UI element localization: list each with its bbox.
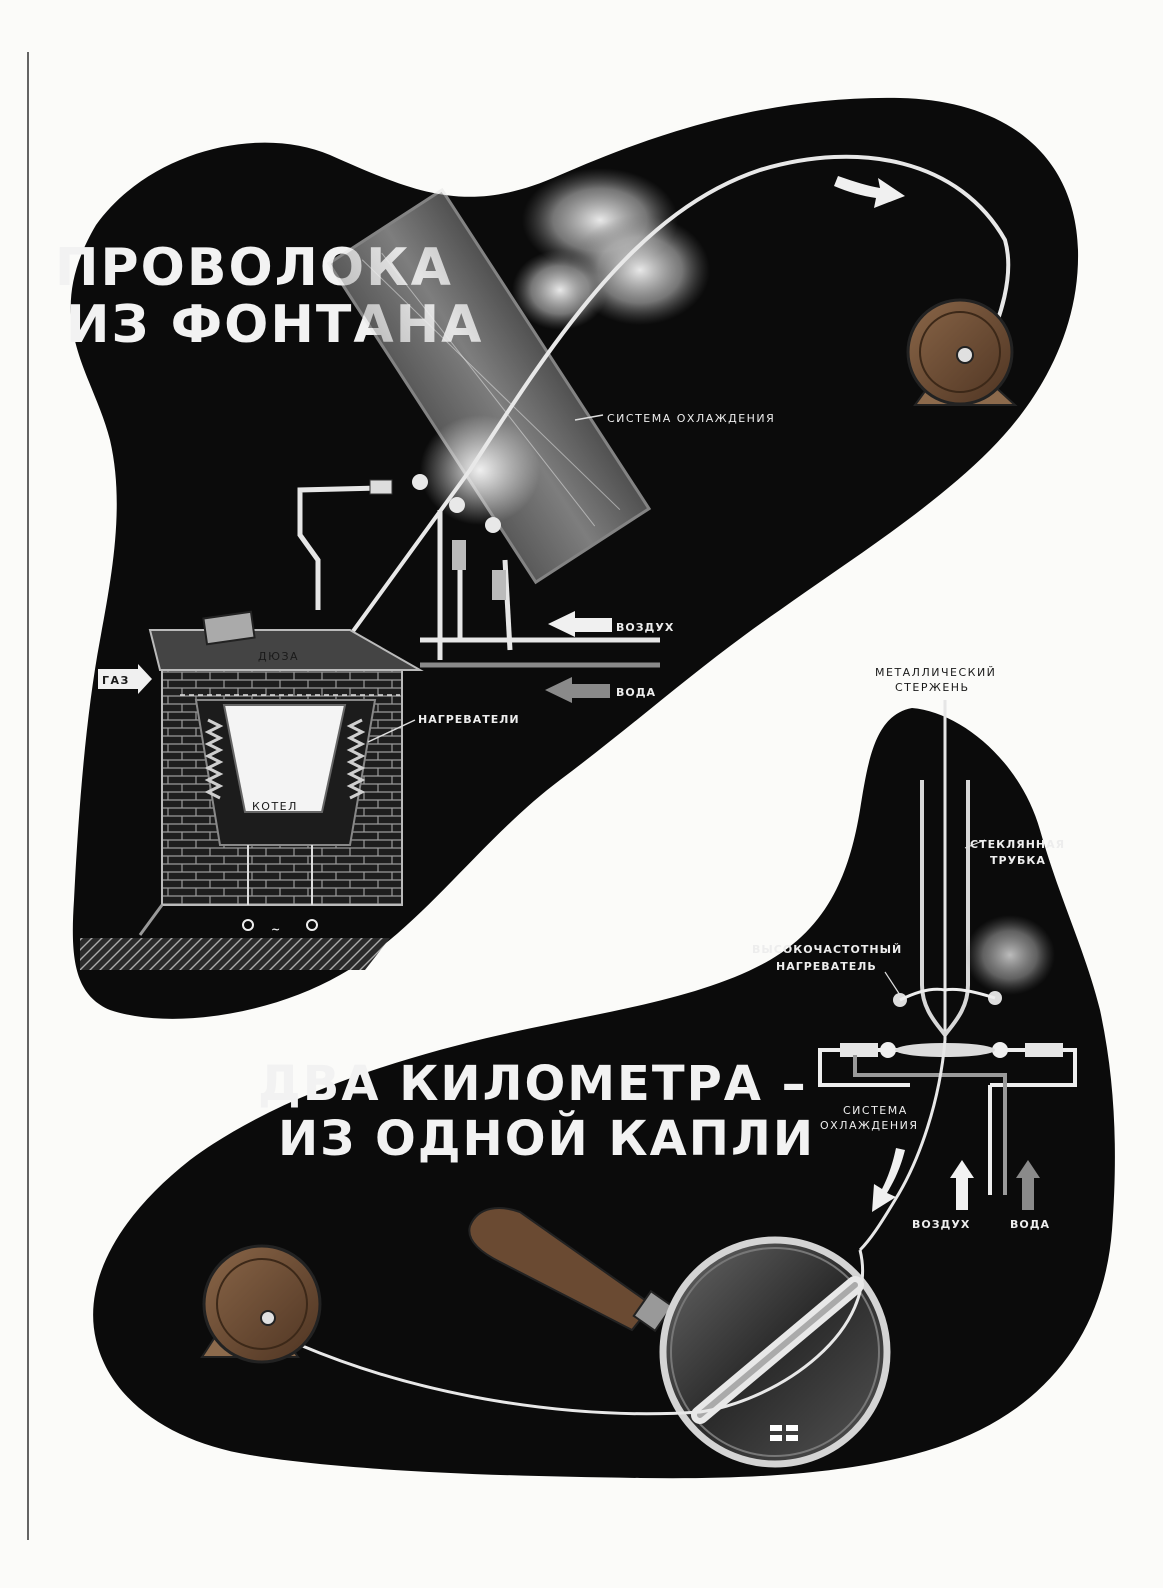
- heaters-leader: [367, 719, 416, 743]
- gas-label: ГАЗ: [102, 674, 130, 687]
- nozzle-bulbs: [369, 474, 506, 600]
- hf-label-line2: НАГРЕВАТЕЛЬ: [776, 960, 877, 973]
- furnace: [138, 610, 424, 936]
- glass-tube: [920, 780, 970, 1037]
- wire-top: [243, 154, 1011, 782]
- bottom-air-label: ВОЗДУХ: [912, 1218, 970, 1231]
- wire-bottom: [858, 1039, 947, 1252]
- bottom-direction-arrow: [872, 1148, 905, 1212]
- rod-label-line1: МЕТАЛЛИЧЕСКИЙ: [875, 666, 996, 679]
- floor-hatch: [80, 938, 390, 970]
- hf-leader: [884, 971, 901, 996]
- bottom-title-line1: ДВА КИЛОМЕТРА –: [258, 1056, 808, 1112]
- reel-bottom: [200, 1244, 322, 1364]
- bottom-cooling-line1: СИСТЕМА: [843, 1104, 908, 1117]
- hf-heater: [893, 987, 1002, 1007]
- top-air-label: ВОЗДУХ: [616, 621, 674, 634]
- nozzle-glow: [420, 415, 540, 525]
- bottom-cooling-line2: ОХЛАЖДЕНИЯ: [820, 1119, 919, 1132]
- top-cooling-label: СИСТЕМА ОХЛАЖДЕНИЯ: [607, 412, 775, 425]
- tube-leader: [964, 839, 986, 849]
- bottom-title-line2: ИЗ ОДНОЙ КАПЛИ: [278, 1110, 815, 1167]
- top-water-arrow: [545, 677, 610, 703]
- cooling-chamber: [326, 187, 652, 585]
- cooling-leader: [574, 414, 604, 421]
- nozzle-label: ДЮЗА: [258, 650, 299, 663]
- heaters-label: НАГРЕВАТЕЛИ: [418, 713, 520, 726]
- ac-symbol: ~: [271, 923, 281, 936]
- reel-top: [906, 298, 1018, 406]
- tube-label-line1: СТЕКЛЯННАЯ: [970, 838, 1065, 851]
- rod-label-line2: СТЕРЖЕНЬ: [895, 681, 970, 694]
- hf-label-line1: ВЫСОКОЧАСТОТНЫЙ: [752, 943, 902, 956]
- gas-inlet: ГАЗ: [98, 664, 152, 694]
- bottom-cooling-manifold: [818, 1042, 1077, 1195]
- bottom-air-arrow: [950, 1160, 974, 1210]
- top-water-label: ВОДА: [616, 686, 656, 699]
- bottom-smoke: [965, 915, 1055, 995]
- bottom-water-label: ВОДА: [1010, 1218, 1050, 1231]
- wire-direction-arrow: [834, 176, 905, 208]
- top-air-arrow: [548, 611, 612, 637]
- bottom-title: ДВА КИЛОМЕТРА – ИЗ ОДНОЙ КАПЛИ: [258, 1056, 815, 1167]
- boiler-label: КОТЕЛ: [252, 800, 298, 813]
- tube-label-line2: ТРУБКА: [990, 854, 1046, 867]
- bottom-water-arrow: [1016, 1160, 1040, 1210]
